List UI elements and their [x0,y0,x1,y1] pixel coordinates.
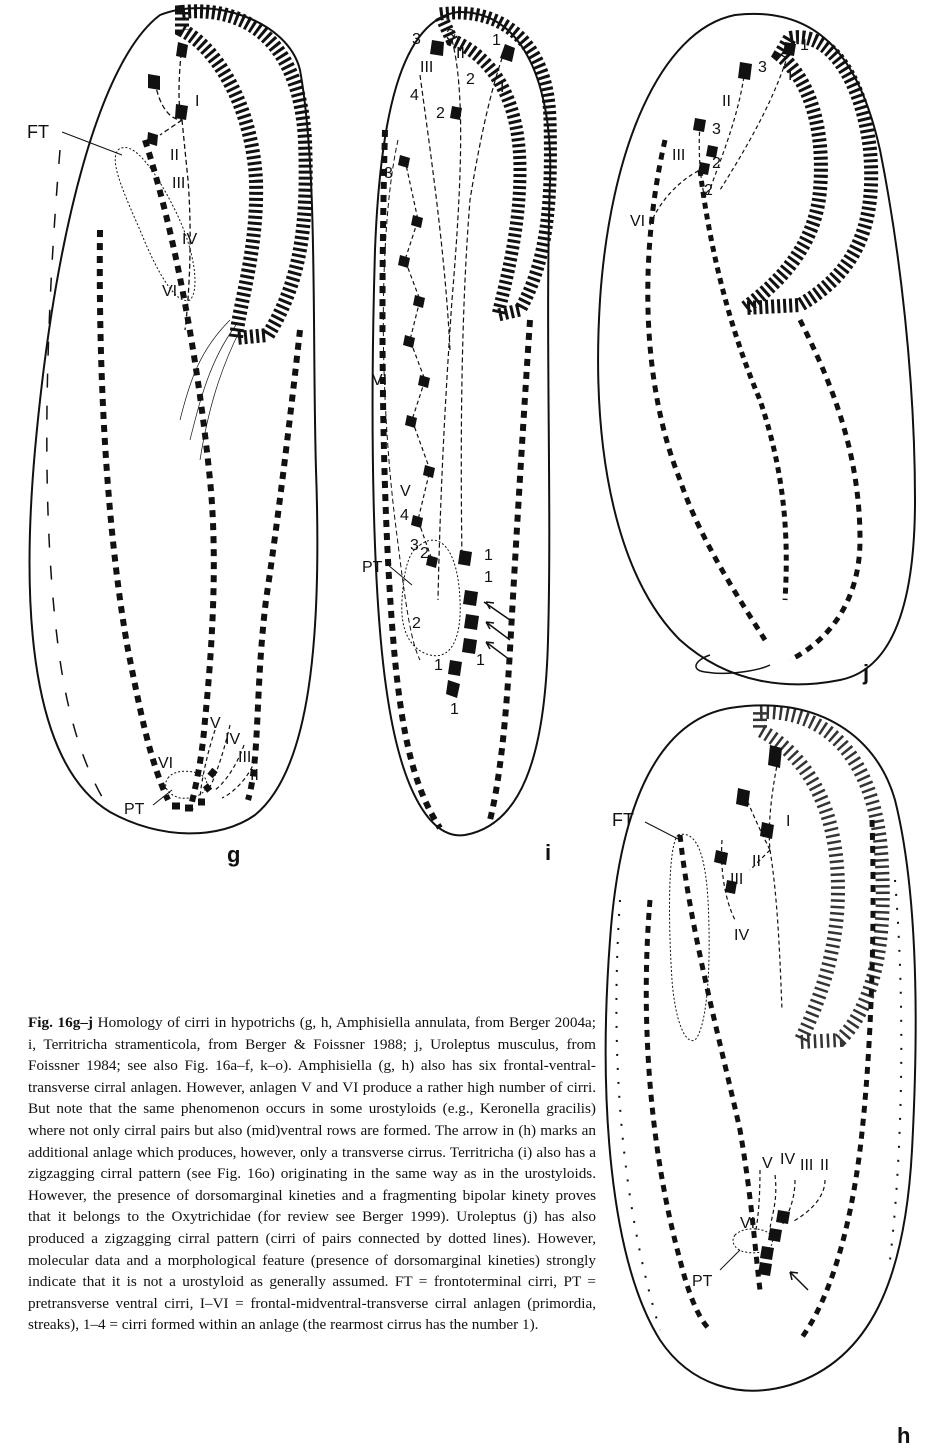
panel-i-label-3c: 3 [384,165,393,182]
panel-g-ventral-row [145,140,214,810]
panel-g-label-iv-b: IV [225,731,240,748]
panel-g-fibres [180,320,240,460]
panel-j-label-ii: II [722,93,731,110]
panel-i-label-1e: 1 [476,652,485,669]
panel-h-label-v: V [762,1155,773,1172]
caption-fig-label: Fig. 16g–j [28,1014,93,1031]
panel-i-label-1b: 1 [484,547,493,564]
caption-text: Homology of cirri in hypotrichs (g, h, A… [28,1014,596,1333]
panel-g-label-iii-b: III [238,749,251,766]
panel-j: 1 I 3 II 3 III 2 2 VI j [598,14,915,685]
panel-i-label-2c: 2 [420,545,429,562]
panel-g-label-ft: FT [27,122,49,142]
panel-i-label-3b: 3 [412,31,421,48]
panel-i-anlage-lines [420,40,505,600]
panel-h-label-ii: II [752,853,761,870]
panel-h-caudal-anlagen [755,1170,825,1235]
panel-g-marginal-row-right [248,330,300,800]
panel-i-label-1d: 1 [434,657,443,674]
panel-j-label-2a: 2 [712,155,721,172]
panel-i-label-2b: 2 [436,105,445,122]
panel-g-label-iv: IV [182,231,197,248]
panel-g-label-vi-top: VI [162,283,177,300]
panel-g: FT I II III IV VI V IV III II VI PT g [27,8,317,867]
panel-i-letter: i [545,840,551,865]
panel-g-label-ii-b: II [250,767,259,784]
panel-g-label-pt: PT [124,801,145,818]
panel-j-label-3a: 3 [758,59,767,76]
panel-h-label-iv: IV [734,927,749,944]
panel-h-label-pt: PT [692,1273,713,1290]
panel-h-letter: h [897,1423,910,1448]
panel-i-label-vi: VI [372,372,387,389]
panel-h-label-ft: FT [612,810,634,830]
panel-h-arrow [790,1272,808,1290]
panel-g-cirrus-3 [175,104,188,120]
panel-i-label-4b: 4 [400,507,409,524]
panel-i-label-2d: 2 [412,615,421,632]
panel-j-outline [598,14,915,684]
panel-i-cirrus-front-3 [430,40,444,56]
panel-h-label-iv-b: IV [780,1151,795,1168]
panel-i-label-ii: II [456,45,465,62]
panel-i-transverse-cirri [446,550,479,698]
panel-h-label-iii: III [730,871,743,888]
panel-g-transverse-cirri [172,770,215,808]
panel-j-marginal-row-right [790,320,860,660]
panel-h-label-vi: VI [740,1215,755,1232]
panel-j-zigzag-row [700,170,786,600]
panel-i-label-pt: PT [362,559,383,576]
panel-h-frontal-cirri [714,745,782,894]
panel-h-marginal-row-right [800,820,873,1340]
panel-i-label-1a: 1 [492,32,501,49]
panel-g-label-ii: II [170,147,179,164]
panel-j-label-vi: VI [630,213,645,230]
panel-h-transverse-cirri [758,1210,790,1276]
panel-g-outline [30,8,318,833]
panel-g-label-i: I [195,93,199,110]
panel-i-label-1c: 1 [484,569,493,586]
panel-i-label-1f: 1 [450,701,459,718]
panel-i-cirrus-front-2 [450,106,462,120]
figure-caption: Fig. 16g–j Homology of cirri in hypotric… [28,1012,596,1336]
panel-j-label-1: 1 [800,37,809,54]
panel-j-label-3b: 3 [712,121,721,138]
panel-i-arrows [484,602,510,660]
panel-i-label-3a: 3 [446,27,455,44]
panel-i-label-4a: 4 [410,87,419,104]
panel-i-label-3d: 3 [410,537,419,554]
panel-j-label-i: I [788,67,792,84]
panel-g-marginal-row-left [100,230,168,800]
panel-h-label-i: I [786,813,790,830]
panel-g-label-vi-bottom: VI [158,755,173,772]
panel-j-adoral-zone [745,37,871,308]
panel-j-label-2b: 2 [704,182,713,199]
panel-g-cirrus-2 [148,74,160,90]
panel-i-label-iii: III [420,59,433,76]
panel-h-label-iii-b: III [800,1157,813,1174]
panel-h-label-ii-b: II [820,1157,829,1174]
panel-g-adoral-zone [182,11,306,338]
panel-i-label-v: V [400,483,411,500]
panel-g-label-iii: III [172,175,185,192]
panel-j-tail [696,655,770,673]
panel-i: 3 II 1 I 3 III 2 4 2 3 VI V 4 3 PT 2 2 1… [362,12,551,865]
panel-h-ft-ellipse [670,834,710,1040]
panel-i-label-i: I [500,79,504,96]
panel-i-label-2a: 2 [466,71,475,88]
panel-h-ft-leader [645,822,680,840]
panel-j-label-iii: III [672,147,685,164]
panel-i-marginal-row-right [490,320,530,820]
panel-j-letter: j [862,660,869,685]
panel-g-cirrus-1 [176,42,188,58]
panel-h: FT I II III IV V IV III II VI PT h [606,705,916,1448]
panel-g-label-v: V [210,715,221,732]
panel-g-letter: g [227,842,240,867]
panel-h-pt-leader [720,1250,740,1270]
